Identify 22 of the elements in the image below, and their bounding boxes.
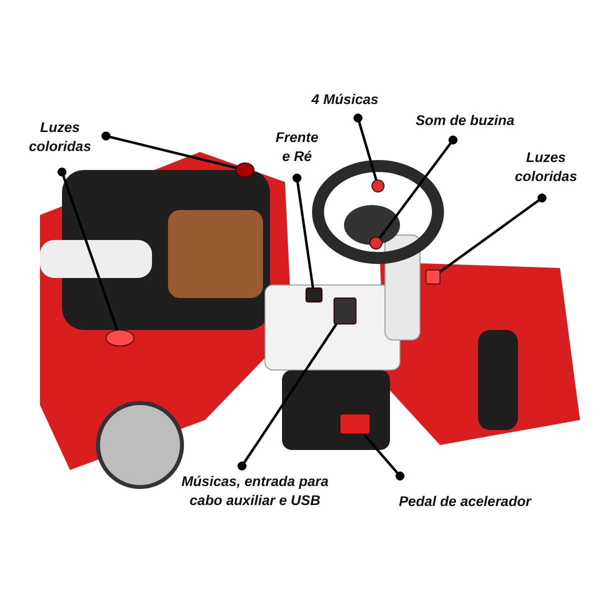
tail-light [236, 162, 254, 178]
leader-line [439, 194, 546, 273]
leader-line [58, 168, 118, 331]
accelerator-pedal [340, 414, 370, 434]
leader-line [292, 174, 314, 288]
leader-line [362, 433, 404, 480]
direction-switch [306, 288, 322, 302]
callout-label: Frente e Ré [271, 128, 323, 166]
callout-label: Luzes coloridas [20, 118, 100, 156]
callout-label: Luzes coloridas [506, 148, 586, 186]
callout-label: Som de buzina [405, 111, 525, 130]
front-light [106, 330, 134, 346]
callout-label: Pedal de acelerador [390, 492, 540, 511]
leader-line [238, 323, 338, 470]
leader-line [102, 132, 237, 170]
horn-button [370, 236, 382, 250]
callout-label: Músicas, entrada para cabo auxiliar e USB [170, 472, 340, 510]
control-panel [334, 298, 356, 324]
leader-line [354, 114, 378, 181]
callout-label: 4 Músicas [295, 90, 395, 109]
music-button [372, 180, 384, 192]
side-light [426, 270, 440, 284]
